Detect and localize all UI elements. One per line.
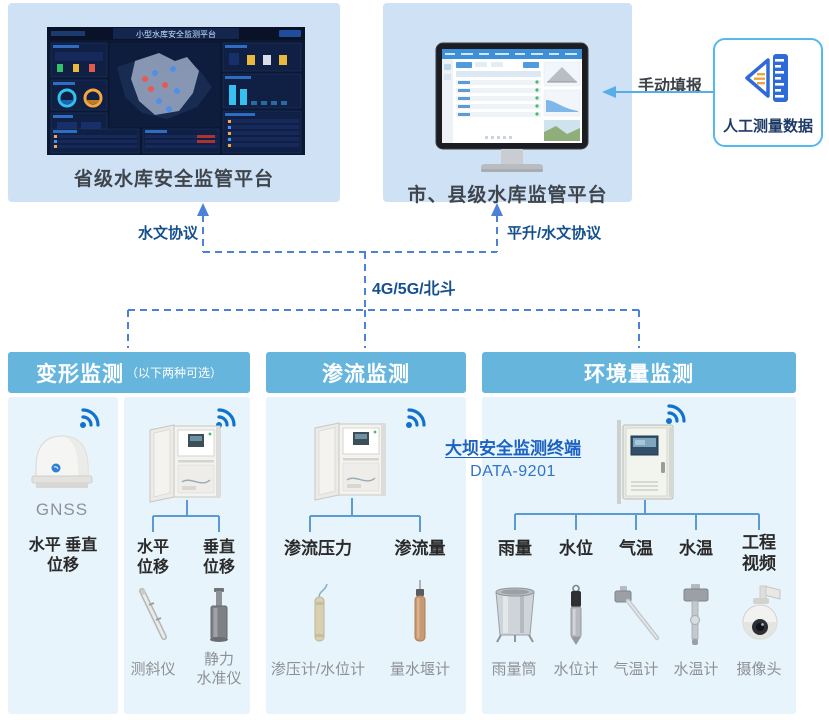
wifi-icon <box>666 404 686 424</box>
gnss-antenna-image <box>31 435 93 488</box>
weir-gauge-image <box>414 580 426 642</box>
seepage-pressure-label: 渗流压力 <box>284 539 352 558</box>
provincial-platform-label: 省级水库安全监管平台 <box>73 169 274 190</box>
water-temp-sensor-image <box>683 584 709 645</box>
air-temp-sensor-image <box>614 586 660 641</box>
water-level-sensor-image <box>570 584 582 645</box>
water-temp-sensor-label: 水温计 <box>673 661 719 678</box>
deformation-panel-subtitle: （以下两种可选） <box>125 366 222 380</box>
terminal-title: 大坝安全监测终端 <box>445 439 581 458</box>
city-platform-label: 市、县级水库监管平台 <box>407 185 608 206</box>
dashboard-title: 小型水库安全监测平台 <box>136 29 216 39</box>
water-temp-label: 水温 <box>679 539 713 558</box>
weir-gauge-label: 量水堰计 <box>389 661 450 678</box>
rain-gauge-label: 雨量筒 <box>491 661 537 678</box>
data-terminal-cabinet-image <box>617 420 674 504</box>
dashboard-left-panels <box>50 42 108 136</box>
manual-report-label: 手动填报 <box>637 78 702 95</box>
horizontal-displacement-label: 水平 位移 <box>136 539 169 576</box>
air-temp-sensor-label: 气温计 <box>613 661 659 678</box>
city-platform-monitor <box>435 42 589 172</box>
static-level-image <box>210 588 228 642</box>
left-protocol-label: 水文协议 <box>137 225 198 242</box>
inclinometer-label: 测斜仪 <box>130 661 176 678</box>
manual-data-box: 人工测量数据 <box>713 38 823 147</box>
static-level-label: 静力 水准仪 <box>196 651 242 687</box>
vertical-displacement-label: 垂直 位移 <box>202 539 235 576</box>
monitoring-cabinet-image <box>149 424 221 503</box>
rain-gauge-image <box>495 587 535 643</box>
manual-data-label: 人工测量数据 <box>722 118 813 135</box>
rainfall-label: 雨量 <box>498 539 532 558</box>
gnss-label: GNSS <box>35 500 89 519</box>
environment-panel-header: 环境量监测 <box>482 352 796 393</box>
network-label: 4G/5G/北斗 <box>372 281 456 298</box>
seepage-panel-header: 渗流监测 <box>266 352 466 393</box>
seepage-panel-title: 渗流监测 <box>322 362 410 386</box>
deformation-panel-header: 变形监测 （以下两种可选） <box>8 352 250 393</box>
video-label: 工程 视频 <box>742 533 776 573</box>
piezometer-image <box>314 583 328 642</box>
seepage-flow-label: 渗流量 <box>394 539 446 558</box>
camera-label: 摄像头 <box>736 661 782 678</box>
ruler-measure-icon <box>745 54 788 102</box>
wifi-icon <box>80 408 100 428</box>
terminal-annotation: 大坝安全监测终端 DATA-9201 <box>428 434 598 481</box>
water-level-sensor-label: 水位计 <box>553 661 599 678</box>
provincial-dashboard-screenshot: 小型水库安全监测平台 <box>47 27 305 155</box>
dashboard-right-panels <box>222 42 302 154</box>
inclinometer-image <box>139 588 167 640</box>
monitoring-cabinet-image <box>314 422 386 501</box>
wifi-icon <box>406 408 426 428</box>
air-temp-label: 气温 <box>619 539 653 558</box>
environment-panel-title: 环境量监测 <box>584 362 694 386</box>
terminal-model: DATA-9201 <box>470 463 556 480</box>
piezometer-label: 渗压计/水位计 <box>270 661 366 678</box>
camera-image <box>742 585 781 640</box>
gnss-measure-label: 水平 垂直 位移 <box>28 537 98 574</box>
water-level-label: 水位 <box>559 539 593 558</box>
dashboard-bottom-tables <box>50 128 220 154</box>
dashboard-map <box>110 43 220 127</box>
right-protocol-label: 平升/水文协议 <box>507 225 602 242</box>
deformation-panel-title: 变形监测 <box>35 362 124 386</box>
